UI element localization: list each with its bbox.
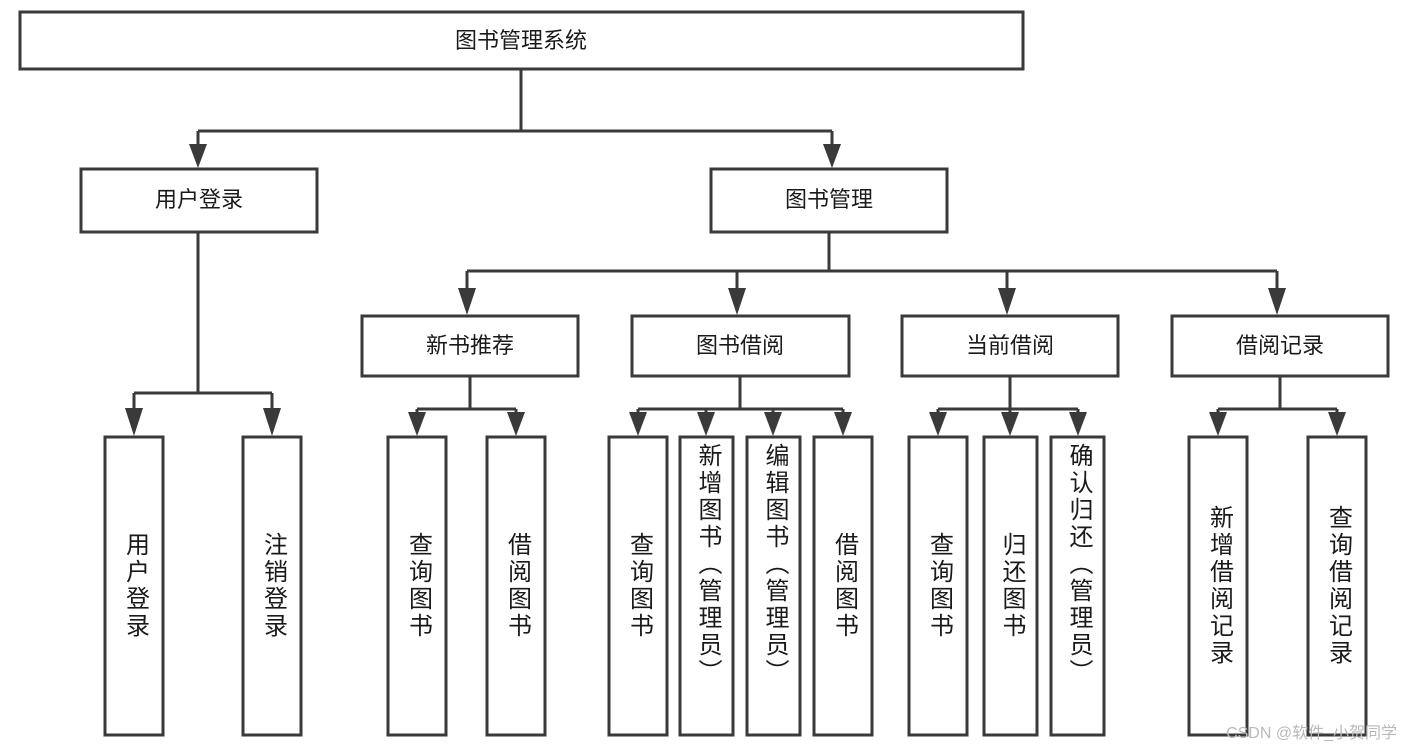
node-leaf-add-book-box[interactable]: [678, 435, 735, 737]
arrow-head-leaf-query-record: [1328, 412, 1346, 436]
node-user-login[interactable]: 用户登录: [79, 167, 319, 234]
node-leaf-borrow-book-2-box[interactable]: [812, 435, 874, 737]
connector-lines: [125, 69, 1346, 436]
node-leaf-add-record-box[interactable]: [1187, 435, 1249, 737]
arrow-head-leaf-user-login: [125, 408, 143, 436]
arrow-head-new-book-rec: [458, 288, 476, 315]
node-leaf-edit-book-box[interactable]: [745, 435, 802, 737]
node-leaf-query-record-box[interactable]: [1306, 435, 1368, 737]
node-borrow-record-label: 借阅记录: [1236, 333, 1324, 358]
arrow-head-leaf-user-logout: [263, 408, 281, 436]
arrow-head-leaf-confirm-return: [1069, 412, 1087, 436]
node-leaf-user-login-box[interactable]: [103, 435, 165, 737]
arrow-head-user-login: [189, 144, 207, 168]
node-leaf-query-book-3-box[interactable]: [907, 435, 969, 737]
watermark-text: CSDN @软件_小贺同学: [1226, 725, 1397, 742]
node-current-borrow-label: 当前借阅: [966, 333, 1054, 358]
node-user-login-label: 用户登录: [155, 187, 243, 212]
node-leaf-confirm-return-box[interactable]: [1049, 435, 1106, 737]
arrow-head-leaf-query-book-3: [929, 412, 947, 436]
arrow-head-leaf-query-book-2: [629, 412, 647, 436]
arrow-head-current-borrow: [998, 288, 1016, 315]
node-leaf-borrow-book-1-box[interactable]: [485, 435, 547, 737]
node-borrow-record[interactable]: 借阅记录: [1170, 314, 1390, 378]
arrow-head-leaf-edit-book: [764, 412, 782, 436]
node-new-book-rec[interactable]: 新书推荐: [360, 314, 580, 378]
node-new-book-rec-label: 新书推荐: [426, 333, 514, 358]
arrow-head-borrow-record: [1268, 288, 1286, 315]
arrow-head-book-manage: [823, 144, 841, 168]
node-borrow-record-box[interactable]: [1170, 314, 1390, 378]
node-root-box[interactable]: [18, 10, 1025, 71]
node-user-login-box[interactable]: [79, 167, 319, 234]
node-leaf-query-book-1-box[interactable]: [386, 435, 448, 737]
node-current-borrow-box[interactable]: [900, 314, 1120, 378]
arrow-head-leaf-query-book-1: [408, 412, 426, 436]
arrow-head-leaf-borrow-book-2: [834, 412, 852, 436]
node-new-book-rec-box[interactable]: [360, 314, 580, 378]
node-book-manage-box[interactable]: [709, 167, 949, 234]
node-book-manage-label: 图书管理: [785, 187, 873, 212]
arrow-head-leaf-return-book: [1001, 412, 1019, 436]
arrow-head-leaf-borrow-book-1: [507, 412, 525, 436]
node-leaf-query-book-2-box[interactable]: [607, 435, 669, 737]
node-root[interactable]: 图书管理系统: [18, 10, 1025, 71]
node-book-borrow-box[interactable]: [630, 314, 851, 378]
leaf-node-boxes: [103, 435, 1368, 737]
node-book-manage[interactable]: 图书管理: [709, 167, 949, 234]
node-root-label: 图书管理系统: [455, 28, 587, 53]
node-book-borrow-label: 图书借阅: [696, 333, 784, 358]
node-book-borrow[interactable]: 图书借阅: [630, 314, 851, 378]
arrow-head-leaf-add-record: [1209, 412, 1227, 436]
node-leaf-return-book-box[interactable]: [982, 435, 1039, 737]
node-current-borrow[interactable]: 当前借阅: [900, 314, 1120, 378]
node-leaf-user-logout-box[interactable]: [241, 435, 303, 737]
arrow-head-book-borrow: [728, 288, 746, 315]
arrow-head-leaf-add-book: [697, 412, 715, 436]
